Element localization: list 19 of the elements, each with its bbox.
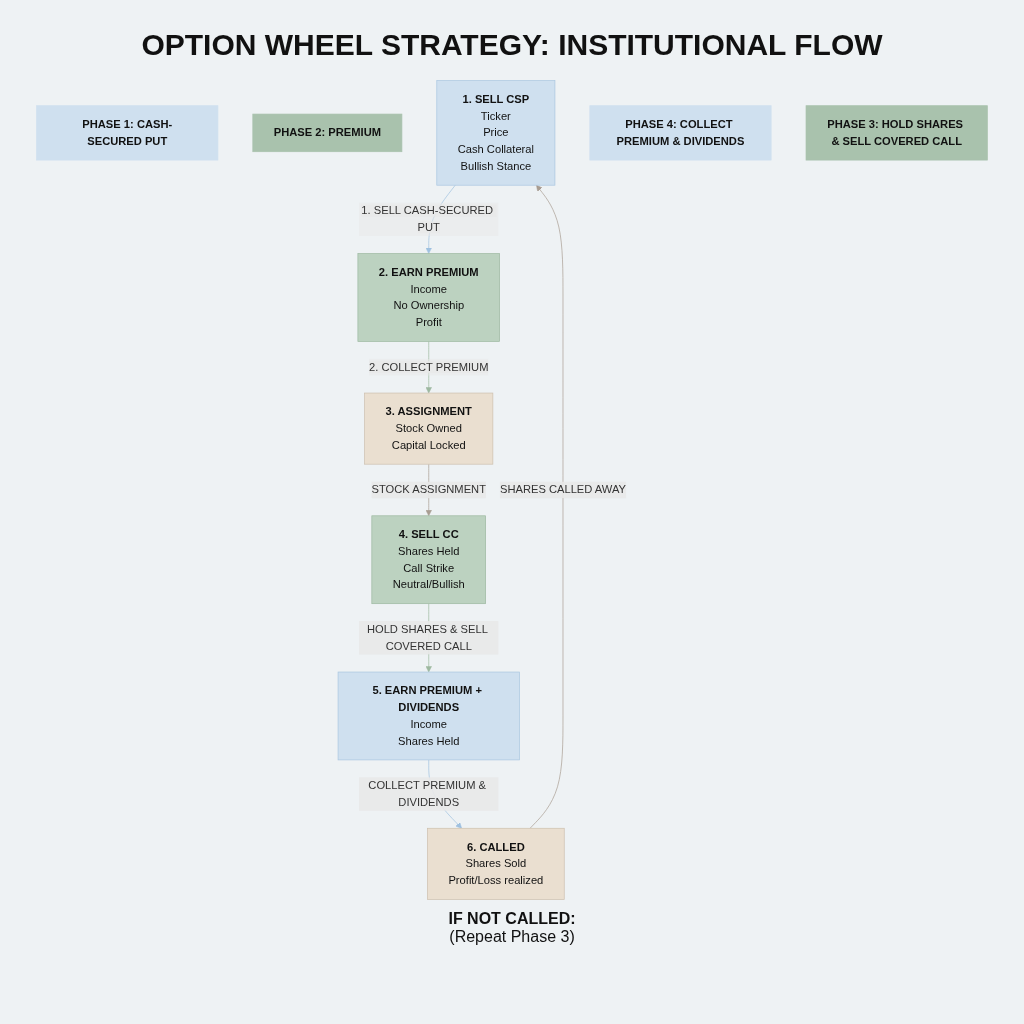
node-box: PHASE 1: CASH-SECURED PUT	[36, 105, 219, 161]
node-box: 4. SELL CC Shares Held Call Strike Neutral/Bullish	[371, 515, 486, 605]
node-box: 1. SELL CSP Ticker Price Cash Collateral Bullish Stance	[436, 80, 556, 186]
edge-label: 2. COLLECT PREMIUM	[369, 360, 489, 373]
edge-label: COLLECT PREMIUM & DIVIDENDS	[368, 779, 486, 809]
note-text: (Repeat Phase 3)	[448, 928, 576, 946]
node-box: PHASE 3: HOLD SHARES & SELL COVERED CALL	[805, 105, 988, 161]
edge-label: STOCK ASSIGNMENT	[371, 483, 487, 496]
node-box: 2. EARN PREMIUM Income No Ownership Profit	[357, 253, 500, 342]
edge-label: HOLD SHARES & SELL COVERED CALL	[366, 623, 488, 652]
note-text: IF NOT CALLED:	[447, 910, 577, 928]
node-box: 3. ASSIGNMENT Stock Owned Capital Locked	[364, 392, 494, 465]
node-box: PHASE 4: COLLECT PREMIUM & DIVIDENDS	[589, 105, 772, 161]
node-box: 5. EARN PREMIUM + DIVIDENDS Income Shares Held	[337, 671, 520, 761]
node-box: PHASE 2: PREMIUM	[252, 113, 403, 153]
edge-label: 1. SELL CASH-SECURED PUT	[361, 204, 494, 234]
node-box: 6. CALLED Shares Sold Profit/Loss realized	[427, 827, 565, 900]
title: OPTION WHEEL STRATEGY: INSTITUTIONAL FLOW	[140, 27, 884, 63]
edge-label: SHARES CALLED AWAY	[499, 483, 627, 496]
